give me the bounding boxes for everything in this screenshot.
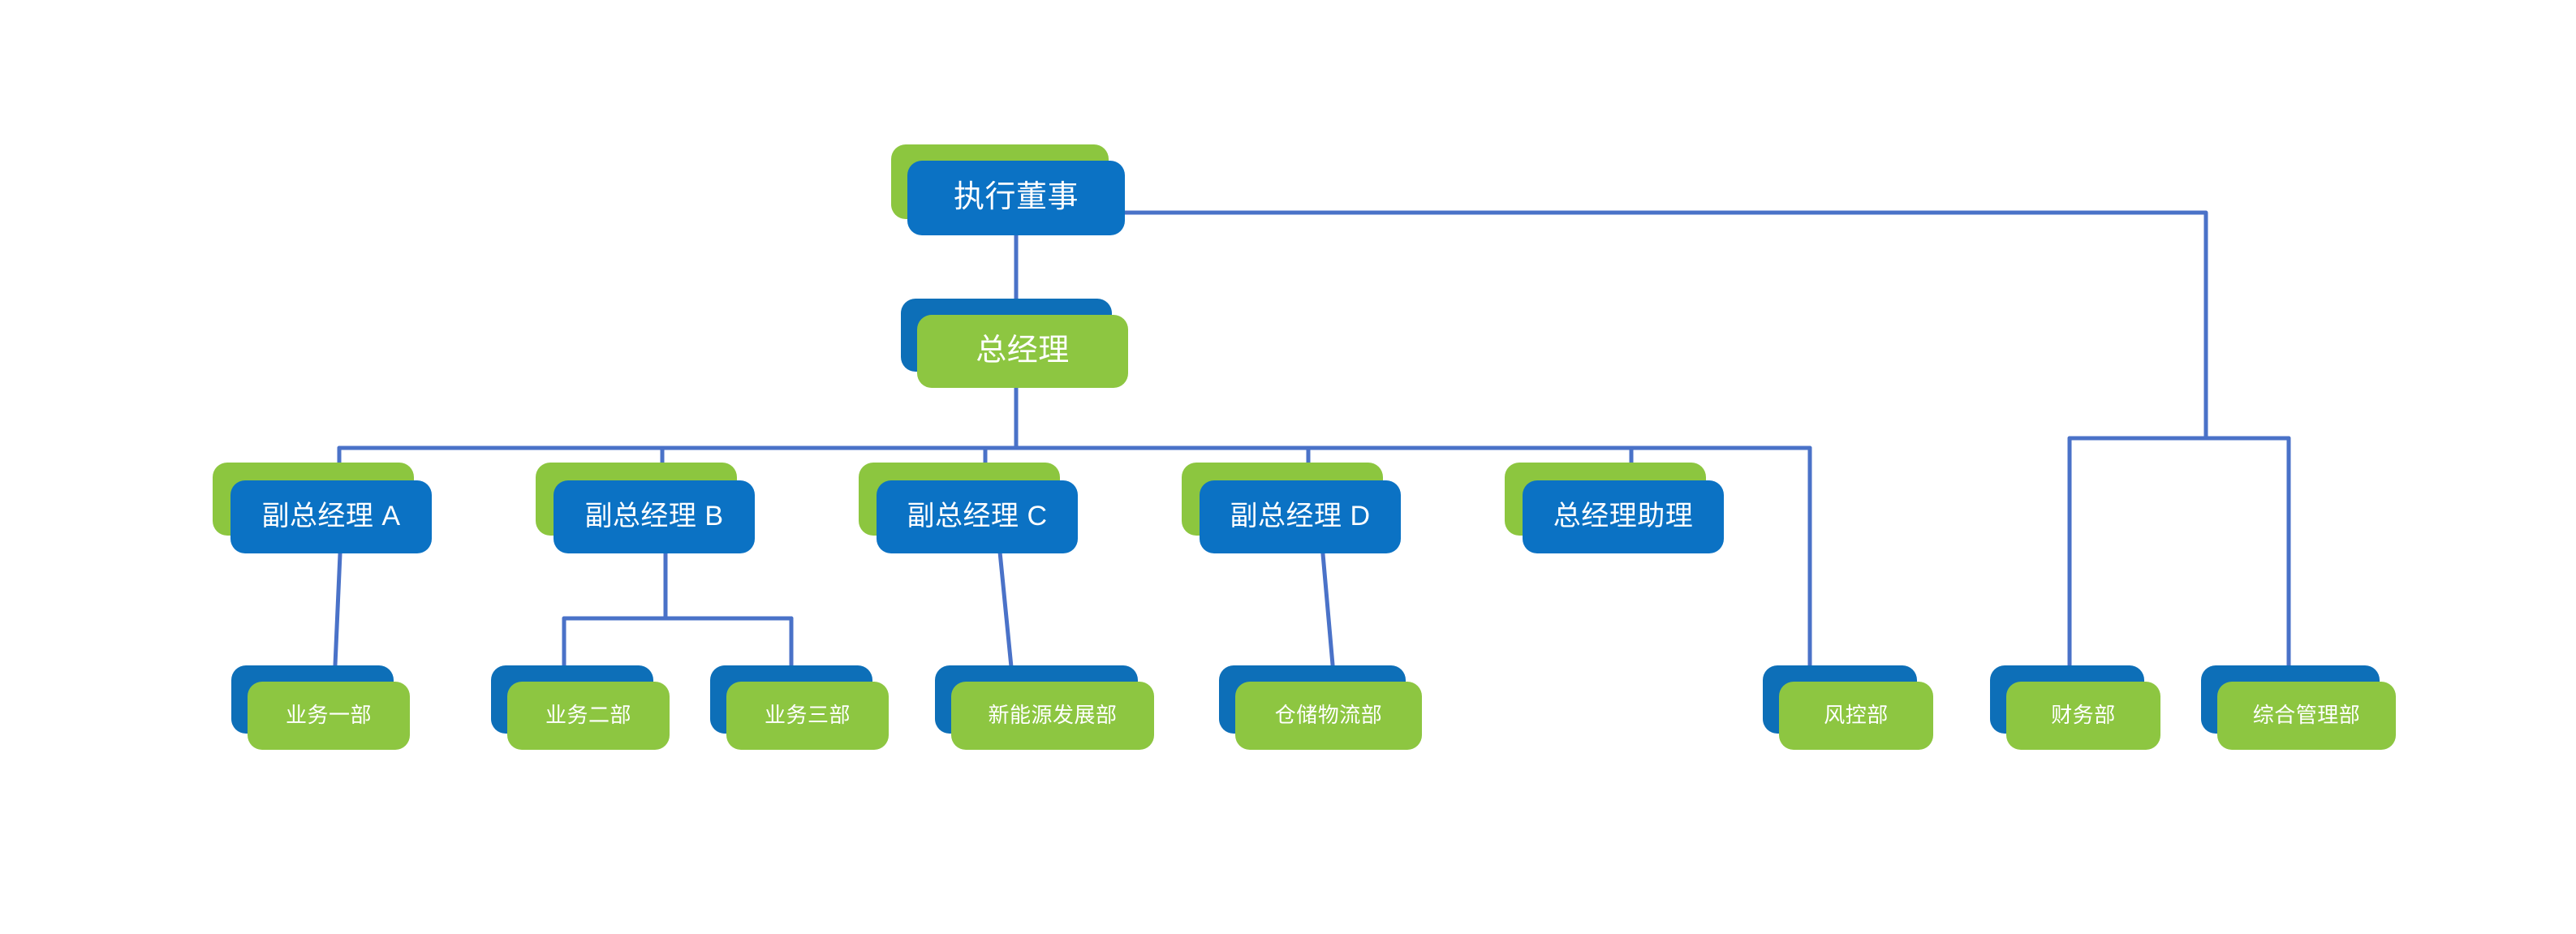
node-face-vp-d[interactable]: 副总经理 D (1200, 480, 1401, 553)
node-label-dept-risk: 风控部 (1824, 703, 1889, 728)
org-node-vp-c[interactable]: 副总经理 C (859, 463, 1078, 553)
node-face-dept-risk[interactable]: 风控部 (1779, 682, 1933, 750)
connector-vp-a-to-biz-1 (332, 533, 343, 686)
node-label-dept-finance: 财务部 (2051, 703, 2116, 728)
node-label-dept-warehouse: 仓储物流部 (1274, 703, 1383, 728)
node-label-vp-b: 副总经理 B (584, 501, 724, 532)
org-node-dept-biz-2[interactable]: 业务二部 (491, 665, 670, 750)
node-face-dept-admin[interactable]: 综合管理部 (2217, 682, 2396, 750)
org-node-general-manager[interactable]: 总经理 (901, 299, 1128, 388)
node-label-dept-admin: 综合管理部 (2252, 703, 2361, 728)
node-face-dept-biz-3[interactable]: 业务三部 (726, 682, 889, 750)
node-label-gm-assistant: 总经理助理 (1553, 501, 1694, 532)
org-node-vp-d[interactable]: 副总经理 D (1182, 463, 1401, 553)
org-node-exec-director[interactable]: 执行董事 (891, 144, 1125, 235)
connector-exec-to-right-branch (1122, 210, 2208, 441)
node-face-vp-b[interactable]: 副总经理 B (554, 480, 755, 553)
org-node-dept-warehouse[interactable]: 仓储物流部 (1219, 665, 1422, 750)
node-label-exec-director: 执行董事 (953, 180, 1079, 215)
node-label-vp-a: 副总经理 A (261, 501, 401, 532)
node-label-dept-new-energy: 新能源发展部 (988, 703, 1118, 728)
org-node-vp-b[interactable]: 副总经理 B (536, 463, 755, 553)
node-face-vp-a[interactable]: 副总经理 A (230, 480, 432, 553)
node-face-dept-biz-1[interactable]: 业务一部 (248, 682, 410, 750)
org-node-vp-a[interactable]: 副总经理 A (213, 463, 432, 553)
node-face-dept-finance[interactable]: 财务部 (2006, 682, 2160, 750)
node-face-dept-biz-2[interactable]: 业务二部 (507, 682, 670, 750)
connector-vp-c-to-new-energy (996, 533, 1015, 686)
node-face-exec-director[interactable]: 执行董事 (907, 161, 1125, 235)
org-node-dept-risk[interactable]: 风控部 (1763, 665, 1933, 750)
node-label-dept-biz-3: 业务三部 (764, 703, 851, 728)
node-label-dept-biz-2: 业务二部 (545, 703, 631, 728)
org-node-dept-finance[interactable]: 财务部 (1990, 665, 2160, 750)
org-node-dept-admin[interactable]: 综合管理部 (2201, 665, 2396, 750)
node-face-vp-c[interactable]: 副总经理 C (877, 480, 1078, 553)
connector-vp-d-to-warehouse (1319, 533, 1337, 686)
node-label-vp-d: 副总经理 D (1230, 501, 1371, 532)
node-label-general-manager: 总经理 (976, 334, 1070, 368)
org-node-dept-biz-1[interactable]: 业务一部 (231, 665, 410, 750)
node-face-dept-warehouse[interactable]: 仓储物流部 (1235, 682, 1422, 750)
node-label-vp-c: 副总经理 C (907, 501, 1048, 532)
node-face-general-manager[interactable]: 总经理 (917, 315, 1128, 388)
org-node-dept-new-energy[interactable]: 新能源发展部 (935, 665, 1154, 750)
node-label-dept-biz-1: 业务一部 (285, 703, 372, 728)
node-face-dept-new-energy[interactable]: 新能源发展部 (951, 682, 1154, 750)
org-node-dept-biz-3[interactable]: 业务三部 (710, 665, 889, 750)
org-node-gm-assistant[interactable]: 总经理助理 (1505, 463, 1724, 553)
node-face-gm-assistant[interactable]: 总经理助理 (1523, 480, 1724, 553)
